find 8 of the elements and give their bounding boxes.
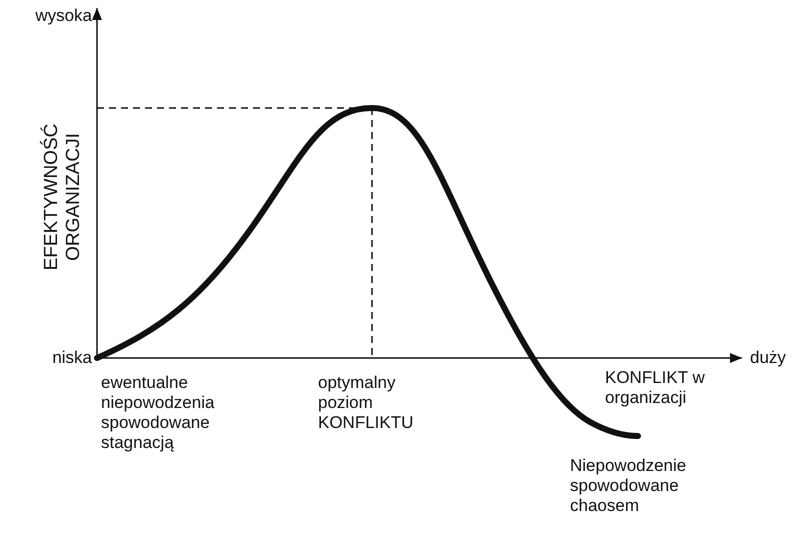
curve-annotation: optymalny poziom KONFLIKTU <box>318 373 414 433</box>
curve-annotation: Niepowodzenie spowodowane chaosem <box>570 456 688 516</box>
curve-annotation: ewentualne niepowodzenia spowodowane stagnacją <box>101 373 216 453</box>
axis-max-label: duży <box>750 348 787 368</box>
axis-max-label: wysoka <box>34 6 92 26</box>
y-axis-title: EFEKTYWNOŚĆ ORGANIZACJI <box>41 122 85 272</box>
x-axis-title: KONFLIKT w organizacji <box>605 368 706 408</box>
axis-min-label: niska <box>51 348 92 368</box>
